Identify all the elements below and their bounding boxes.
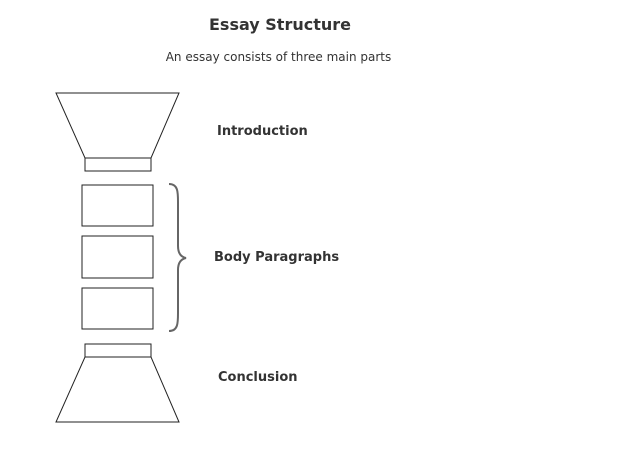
- conclusion-neck-box: [84, 343, 152, 358]
- diagram-title: Essay Structure: [209, 15, 351, 34]
- conclusion-label: Conclusion: [218, 370, 298, 385]
- body-paragraph-box-1: [81, 184, 154, 227]
- body-curly-brace: [168, 183, 187, 332]
- introduction-neck-box: [84, 157, 152, 172]
- introduction-funnel: [55, 92, 180, 159]
- body-paragraph-box-2: [81, 235, 154, 279]
- body-paragraphs-label: Body Paragraphs: [214, 250, 340, 265]
- diagram-subtitle: An essay consists of three main parts: [165, 50, 392, 64]
- body-paragraph-box-3: [81, 287, 154, 330]
- introduction-label: Introduction: [217, 124, 308, 139]
- conclusion-funnel: [55, 356, 180, 423]
